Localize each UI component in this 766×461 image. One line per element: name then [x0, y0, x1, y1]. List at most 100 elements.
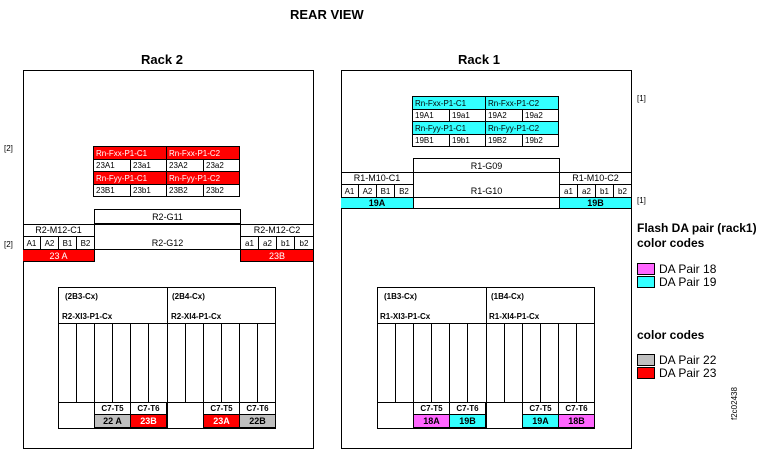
- rack2-pair-badge: 22 A: [94, 414, 131, 428]
- rack2-flash-row1-c2: Rn-Fxx-P1-C2: [166, 146, 240, 160]
- legend-label-pair18: DA Pair 18: [659, 262, 717, 276]
- rack2-slot-line: [130, 323, 131, 402]
- rack1-slot-line: [449, 323, 450, 402]
- rack1-right-pair: 19B: [559, 197, 632, 209]
- page-title: REAR VIEW: [290, 7, 364, 22]
- rack1-frame: [341, 70, 632, 449]
- rack2-slot-line: [239, 323, 240, 402]
- rack2-drawer-hline: [58, 402, 276, 403]
- legend-label-pair23: DA Pair 23: [659, 366, 717, 380]
- rack1-left-port: B1: [376, 184, 395, 198]
- rack1-right-port: a1: [559, 184, 578, 198]
- rack1-slot-line: [576, 323, 577, 402]
- rack1-slot-line: [540, 323, 541, 402]
- rack2-drawer-divider: [167, 287, 168, 429]
- rack1-title: Rack 1: [458, 52, 500, 67]
- rack2-right-port: a1: [240, 236, 259, 250]
- rack1-flash-sub2-3: 19b2: [522, 134, 559, 147]
- rack2-right-pair: 23B: [240, 249, 314, 262]
- rack1-flash-row1-c1: Rn-Fxx-P1-C1: [412, 96, 486, 110]
- rack1-pair-badge: 18B: [558, 414, 595, 428]
- rack1-flash-row1-c2: Rn-Fxx-P1-C2: [485, 96, 559, 110]
- rack2-flash-sub2-0: 23B1: [93, 184, 131, 197]
- legend-flash-subtitle: color codes: [637, 236, 705, 250]
- rack2-right-port: b2: [294, 236, 314, 250]
- rack2-slot-line: [112, 323, 113, 402]
- rack2-slot-line: [185, 323, 186, 402]
- rack1-drawer-left-code: (1B3-Cx): [384, 292, 417, 301]
- rack1-flash-sub2-1: 19b1: [449, 134, 486, 147]
- rack2-flash-block: Rn-Fxx-P1-C1 Rn-Fxx-P1-C2 23A1 23a1 23A2…: [93, 146, 240, 198]
- rack1-flash-sub2-2: 19B2: [485, 134, 523, 147]
- legend-label-pair22: DA Pair 22: [659, 353, 717, 367]
- rack2-right-port: b1: [276, 236, 295, 250]
- rack2-flash-row2-c2: Rn-Fyy-P1-C2: [166, 171, 240, 185]
- rack1-divider-line: [341, 172, 632, 173]
- rack2-slot-line: [203, 323, 204, 402]
- rack2-left-port: B1: [58, 236, 77, 250]
- legend-label-pair19: DA Pair 19: [659, 275, 717, 289]
- rack1-slot-line: [522, 323, 523, 402]
- rack1-slot-line: [558, 323, 559, 402]
- rack2-right-port: a2: [258, 236, 277, 250]
- rack2-title: Rack 2: [141, 52, 183, 67]
- rack2-pair-badge: 23B: [130, 414, 167, 428]
- rack2-flash-row2-c1: Rn-Fyy-P1-C1: [93, 171, 167, 185]
- rack1-pair-badge: 19A: [522, 414, 559, 428]
- rack1-flash-row2-c1: Rn-Fyy-P1-C1: [412, 121, 486, 135]
- rack1-slot-line: [504, 323, 505, 402]
- rack1-g09: R1-G09: [413, 158, 560, 173]
- rack1-left-port: A2: [358, 184, 377, 198]
- rack1-g10-bottom: [413, 208, 560, 209]
- rack2-slot-line: [94, 323, 95, 402]
- rack1-flash-block: Rn-Fxx-P1-C1 Rn-Fxx-P1-C2 19A1 19a1 19A2…: [412, 96, 559, 148]
- rack2-drawer-left-name: R2-XI3-P1-Cx: [62, 312, 113, 321]
- rack1-drawer-right-name: R1-XI4-P1-Cx: [489, 312, 540, 321]
- rack1-drawer-hline: [377, 323, 595, 324]
- legend-swatch-pair18: [637, 263, 655, 275]
- rack2-pair-badge: 23A: [203, 414, 240, 428]
- legend-swatch-pair23: [637, 367, 655, 379]
- rack1-drawer-right-code: (1B4-Cx): [491, 292, 524, 301]
- rack1-drawer-left-name: R1-XI3-P1-Cx: [380, 312, 431, 321]
- legend-codes-title: color codes: [637, 328, 705, 342]
- rack2-divider-line: [23, 224, 314, 225]
- rack1-slot-line: [413, 323, 414, 402]
- rack2-flash-sub2-2: 23B2: [166, 184, 204, 197]
- rack1-note-mid: [1]: [637, 196, 646, 205]
- rack2-flash-row1-c1: Rn-Fxx-P1-C1: [93, 146, 167, 160]
- rack1-slot-line: [467, 323, 468, 402]
- rack1-g10: R1-G10: [413, 184, 560, 198]
- rack1-left-port: B2: [394, 184, 414, 198]
- rack2-note-top: [2]: [4, 144, 13, 153]
- rack1-pair-badge: 19B: [449, 414, 486, 428]
- rack1-slot-line: [431, 323, 432, 402]
- rack2-note-mid: [2]: [4, 240, 13, 249]
- rack1-note-top: [1]: [637, 94, 646, 103]
- rack2-flash-sub2-3: 23b2: [203, 184, 240, 197]
- rack2-slot-line: [257, 323, 258, 402]
- rack1-right-port: b2: [613, 184, 632, 198]
- rack2-left-port: B2: [76, 236, 95, 250]
- rack1-flash-row2-c2: Rn-Fyy-P1-C2: [485, 121, 559, 135]
- rack2-left-port: A1: [23, 236, 41, 250]
- rack2-drawer-right-name: R2-XI4-P1-Cx: [171, 312, 222, 321]
- figure-id: f2c02438: [730, 387, 739, 420]
- rack2-slot-line: [221, 323, 222, 402]
- rack2-drawer-right-code: (2B4-Cx): [172, 292, 205, 301]
- rack1-flash-sub2-0: 19B1: [412, 134, 450, 147]
- rack2-slot-line: [148, 323, 149, 402]
- rack2-left-port: A2: [40, 236, 59, 250]
- legend-swatch-pair19: [637, 276, 655, 288]
- rack1-slot-line: [395, 323, 396, 402]
- rack2-flash-sub2-1: 23b1: [130, 184, 167, 197]
- rack2-g12: R2-G12: [94, 236, 241, 250]
- rack1-right-port: b1: [595, 184, 614, 198]
- rack1-drawer-hline: [377, 402, 595, 403]
- rack2-slot-line: [76, 323, 77, 402]
- rack2-left-pair: 23 A: [23, 249, 95, 262]
- rack1-drawer-divider: [486, 287, 487, 429]
- rack2-drawer-left-code: (2B3-Cx): [65, 292, 98, 301]
- rack1-left-pair: 19A: [341, 197, 414, 209]
- rack1-pair-badge: 18A: [413, 414, 450, 428]
